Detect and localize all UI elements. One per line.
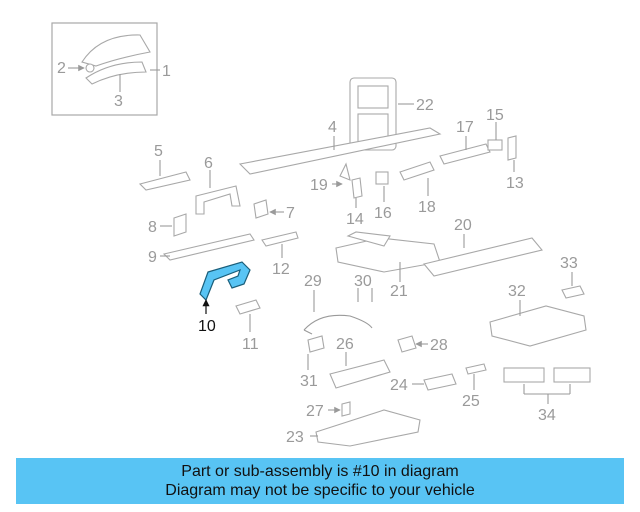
callout-25: 25 (462, 393, 480, 410)
callout-15: 15 (486, 107, 504, 124)
callout-labels: 1 2 3 4 5 6 7 8 9 10 11 12 13 14 15 16 1… (57, 60, 578, 446)
part-17-15-13-shapes (439, 122, 517, 172)
part-28-24-25-27-23-shapes (310, 335, 487, 447)
callout-24: 24 (390, 377, 408, 394)
callout-21: 21 (390, 283, 408, 300)
callout-4: 4 (328, 119, 337, 136)
callout-28: 28 (430, 337, 448, 354)
callout-6: 6 (204, 155, 213, 172)
callout-3: 3 (114, 93, 123, 110)
part-5-6-shapes (138, 160, 241, 215)
callout-29: 29 (304, 273, 322, 290)
callout-13: 13 (506, 175, 524, 192)
callout-34: 34 (538, 407, 556, 424)
callout-9: 9 (148, 249, 157, 266)
callout-11: 11 (242, 336, 259, 353)
callout-32: 32 (508, 283, 526, 300)
banner-line-1: Part or sub-assembly is #10 in diagram (181, 463, 459, 480)
callout-19: 19 (310, 177, 328, 194)
callout-12: 12 (272, 261, 290, 278)
callout-16: 16 (374, 205, 392, 222)
part-18-16-14-19-shapes (332, 161, 435, 208)
part-9-12-shapes (160, 231, 299, 261)
part-11-shape (235, 299, 261, 332)
callout-33: 33 (560, 255, 578, 272)
info-banner: Part or sub-assembly is #10 in diagram D… (16, 458, 624, 504)
callout-18: 18 (418, 199, 436, 216)
part-4-shape (238, 127, 442, 175)
banner-line-2: Diagram may not be specific to your vehi… (165, 482, 475, 499)
callout-31: 31 (300, 373, 318, 390)
part-20-21-shapes (335, 231, 543, 282)
callout-30: 30 (354, 273, 372, 290)
callout-23: 23 (286, 429, 304, 446)
callout-10: 10 (198, 318, 216, 335)
callout-22: 22 (416, 97, 434, 114)
callout-26: 26 (336, 336, 354, 353)
callout-20: 20 (454, 217, 472, 234)
part-7-8-shapes (160, 199, 284, 237)
callout-2: 2 (57, 60, 66, 77)
part-29-30-shapes (303, 288, 373, 335)
callout-5: 5 (154, 143, 163, 160)
callout-8: 8 (148, 219, 157, 236)
callout-7: 7 (286, 205, 295, 222)
part-32-33-34-shapes (489, 272, 591, 404)
callout-17: 17 (456, 119, 474, 136)
part-10-highlighted (199, 261, 251, 314)
callout-27: 27 (306, 403, 324, 420)
part-31-26-shapes (307, 335, 391, 389)
callout-1: 1 (162, 63, 171, 80)
callout-14: 14 (346, 211, 364, 228)
inset-panel (51, 22, 160, 116)
